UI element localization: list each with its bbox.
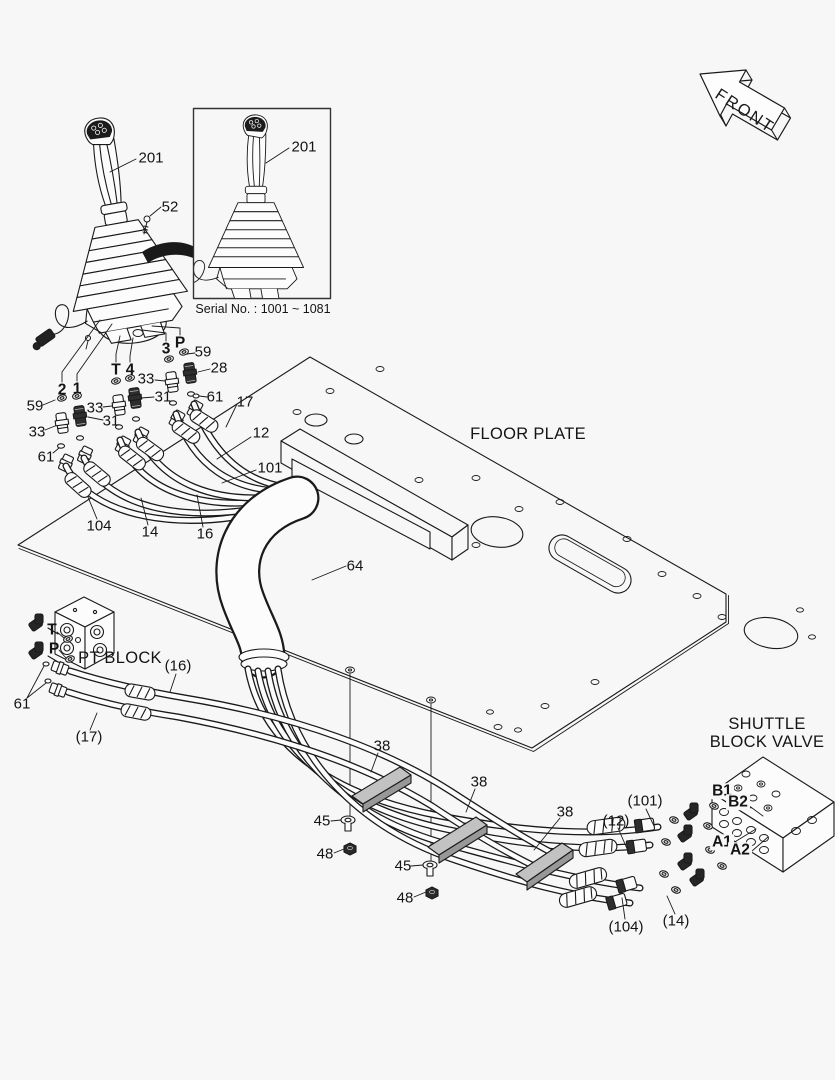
clamp-bar-38-a [351, 766, 412, 813]
pt-elbow-fitting-t [27, 613, 44, 633]
fitting-cluster [53, 347, 205, 474]
nut-48-a [343, 842, 357, 856]
swoosh-arrow [142, 242, 204, 263]
pt-block [27, 596, 115, 684]
clamp-bars [351, 766, 574, 891]
bolt-45-a [340, 815, 356, 832]
inset-box [192, 107, 332, 300]
bolt-45-b [422, 860, 438, 877]
main-joystick [0, 107, 195, 358]
clamp-bar-38-c [515, 842, 574, 891]
pt-hose-fittings [47, 659, 157, 722]
shuttle-block-valve [711, 756, 835, 873]
hose-end-hardware-b-ports [577, 801, 720, 859]
front-arrow: FRONT [699, 69, 792, 141]
screw-52-icon [142, 215, 151, 235]
nut-48-b [425, 886, 439, 900]
clamp-bolts [340, 815, 439, 900]
clamp-bar-38-b [427, 816, 488, 864]
pt-elbow-fitting-p [27, 641, 44, 661]
leader-lines [26, 147, 769, 920]
